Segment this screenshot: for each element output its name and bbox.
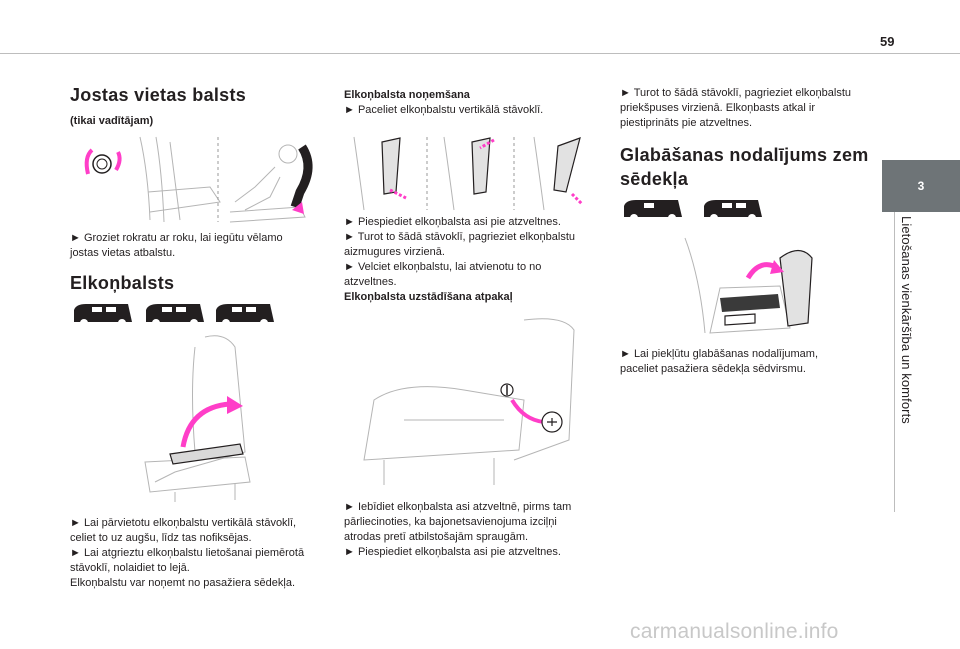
lumbar-support-illustration — [84, 136, 313, 223]
chapter-title: Lietošanas vienkāršība un komforts — [899, 216, 914, 424]
refit-steps: ► Iebīdiet elkoņbalsta asi atzveltnē, pi… — [344, 500, 599, 560]
removal-section: Elkoņbalsta noņemšana ► Paceliet elkoņba… — [344, 88, 594, 118]
vehicle-icons-storage — [624, 200, 762, 222]
text-line: atzveltnes. — [344, 276, 397, 288]
text-line: piestiprināts pie atzveltnes. — [620, 117, 753, 129]
text-line: ► Piespiediet elkoņbalsta asi pie atzvel… — [344, 546, 561, 558]
armrest-refit-illustration — [363, 318, 575, 485]
text-line: ► Iebīdiet elkoņbalsta asi atzveltnē, pi… — [344, 501, 572, 513]
section-subtitle: (tikai vadītājam) — [70, 115, 154, 127]
text-line: ► Lai atgrieztu elkoņbalstu lietošanai p… — [70, 547, 305, 559]
under-seat-storage-illustration — [684, 237, 813, 334]
text-line: pārliecinoties, ka bajonetsavienojuma iz… — [344, 516, 557, 528]
section-title-lumbar: Jostas vietas balsts — [70, 85, 247, 105]
text-line: ► Turot to šādā stāvoklī, pagrieziet elk… — [344, 231, 576, 243]
watermark: carmanualsonline.info — [630, 620, 839, 643]
text-line: ► Velciet elkoņbalstu, lai atvienotu to … — [344, 261, 542, 273]
text-line: ► Lai pārvietotu elkoņbalstu vertikālā s… — [70, 517, 297, 529]
storage-instructions: ► Lai piekļūtu glabāšanas nodalījumam, p… — [620, 347, 880, 377]
text-line: atrodas pretī atbilstošajām spraugām. — [344, 531, 529, 543]
storage-heading: Glabāšanas nodalījums zem sēdekļa — [620, 143, 880, 191]
column-3-intro: ► Turot to šādā stāvoklī, pagrieziet elk… — [620, 86, 875, 131]
text-line: ► Paceliet elkoņbalstu vertikālā stāvokl… — [344, 104, 544, 116]
removal-title: Elkoņbalsta noņemšana — [344, 89, 470, 101]
text-line: paceliet pasažiera sēdekļa sēdvirsmu. — [620, 363, 806, 375]
text-line: stāvoklī, nolaidiet to lejā. — [70, 562, 190, 574]
refit-title: Elkoņbalsta uzstādīšana atpakaļ — [344, 291, 513, 303]
text-line: jostas vietas atbalstu. — [70, 247, 176, 259]
text-line: ► Turot to šādā stāvoklī, pagrieziet elk… — [620, 87, 852, 99]
text-line: aizmugures virzienā. — [344, 246, 445, 258]
text-line: ► Groziet rokratu ar roku, lai iegūtu vē… — [70, 232, 283, 244]
section-title-armrest: Elkoņbalsts — [70, 273, 175, 293]
armrest-removal-illustration — [353, 136, 584, 211]
text-line: ► Piespiediet elkoņbalsta asi pie atzvel… — [344, 216, 561, 228]
text-line: priekšpuses virzienā. Elkoņbasts atkal i… — [620, 102, 816, 114]
text-line: Elkoņbalstu var noņemt no pasažiera sēde… — [70, 577, 296, 589]
text-line: ► Lai piekļūtu glabāšanas nodalījumam, — [620, 348, 819, 360]
side-rule — [894, 212, 895, 512]
lumbar-instructions: ► Groziet rokratu ar roku, lai iegūtu vē… — [70, 231, 310, 261]
armrest-heading: Elkoņbalsts — [70, 272, 310, 294]
chapter-number: 3 — [917, 179, 925, 193]
page-number: 59 — [880, 34, 895, 49]
chapter-tab[interactable]: 3 — [882, 160, 960, 212]
removal-steps: ► Piespiediet elkoņbalsta asi pie atzvel… — [344, 215, 599, 305]
armrest-instructions: ► Lai pārvietotu elkoņbalstu vertikālā s… — [70, 516, 330, 591]
storage-title-line2: sēdekļa — [620, 169, 689, 189]
column-1: Jostas vietas balsts (tikai vadītājam) — [70, 84, 310, 129]
header-rule — [0, 53, 960, 54]
storage-title-line1: Glabāšanas nodalījums zem — [620, 145, 869, 165]
vehicle-icons — [74, 304, 274, 327]
text-line: celiet to uz augšu, līdz tas nofiksējas. — [70, 532, 252, 544]
armrest-seat-illustration — [144, 335, 251, 502]
